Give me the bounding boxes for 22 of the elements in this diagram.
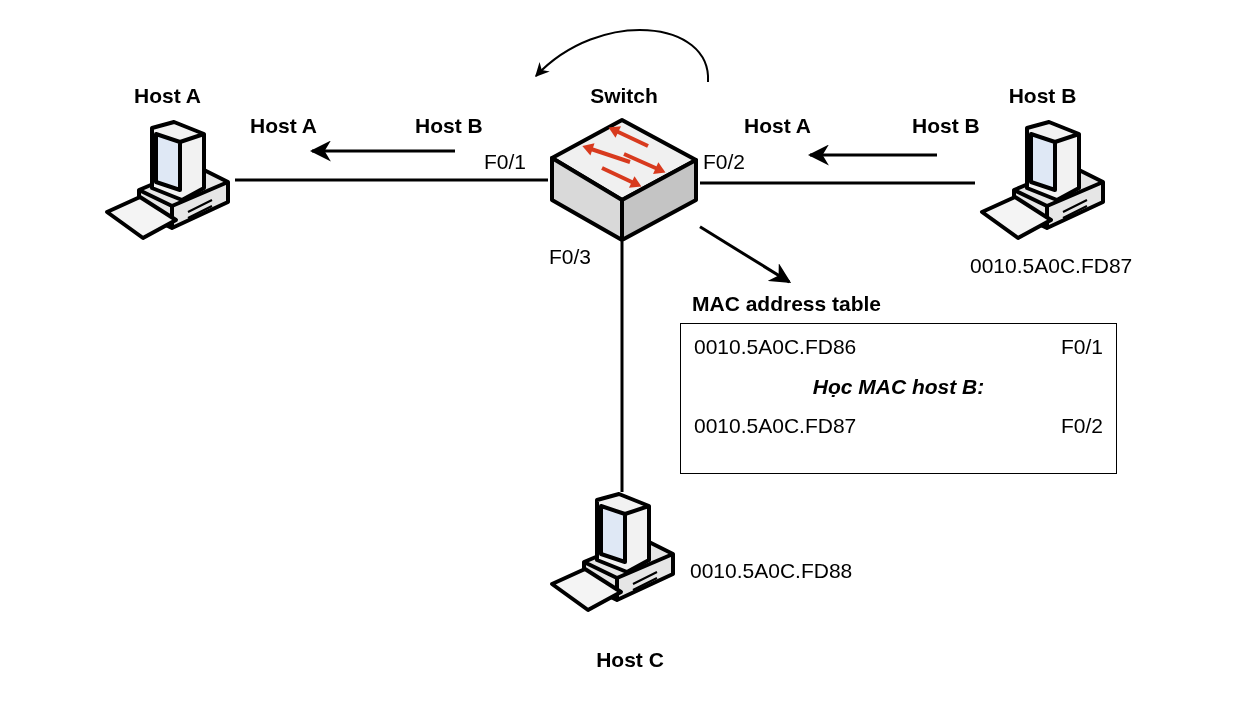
port-name: F0/1 — [484, 150, 527, 174]
port-name: F0/2 — [703, 150, 746, 174]
port-name: F0/3 — [549, 245, 592, 269]
mac-address: 0010.5A0C.FD87 — [694, 414, 857, 438]
table-title: MAC address table — [692, 292, 882, 316]
mac-address: 0010.5A0C.FD87 — [970, 254, 1133, 278]
host-label: Host A — [134, 84, 201, 108]
switch-label: Switch — [590, 84, 658, 108]
frame-address: Host B — [912, 114, 980, 138]
frame-address: Host A — [744, 114, 811, 138]
cable-line — [235, 178, 548, 182]
frame-address: Host A — [250, 114, 317, 138]
port-name: F0/2 — [1060, 414, 1103, 438]
frame-address: Host B — [415, 114, 483, 138]
cable-line — [620, 242, 624, 492]
arrow — [699, 225, 792, 284]
host-label: Host C — [596, 648, 664, 672]
mac-address: 0010.5A0C.FD86 — [694, 335, 857, 359]
mac-address: 0010.5A0C.FD88 — [690, 559, 853, 583]
table-note: Học MAC host B: — [812, 375, 985, 399]
host-label: Host B — [1008, 84, 1077, 108]
port-name: F0/1 — [1060, 335, 1103, 359]
